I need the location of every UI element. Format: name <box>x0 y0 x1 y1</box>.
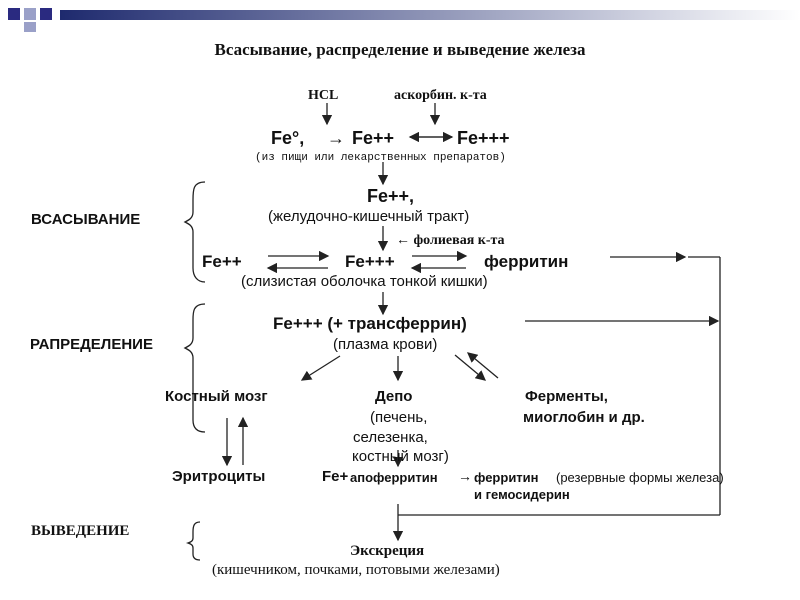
hcl-label: HCL <box>308 88 339 103</box>
page-title: Всасывание, распределение и выведение же… <box>214 40 586 59</box>
tract-label: (желудочно-кишечный тракт) <box>268 208 470 225</box>
depot-marrow: костный мозг) <box>352 448 449 465</box>
fe2-top-label: Fe++ <box>352 128 395 148</box>
depot-label: Депо <box>375 388 413 405</box>
myoglobin-label: миоглобин и др. <box>523 409 645 426</box>
fe-plus-label: Fe+ <box>322 468 349 485</box>
erythrocytes-label: Эритроциты <box>172 468 266 485</box>
fe3-mucosa-label: Fe+++ <box>345 252 395 271</box>
source-note: (из пищи или лекарственных препаратов) <box>255 152 506 164</box>
transferrin-label: Fe+++ (+ трансферрин) <box>273 314 467 333</box>
fe0-label: Fe°, <box>271 128 305 148</box>
ferritin2-label: ферритин <box>474 470 539 485</box>
section-distribution: РАПРЕДЕЛЕНИЕ <box>30 336 153 353</box>
plasma-label: (плазма крови) <box>333 336 438 353</box>
fe3-top-label: Fe+++ <box>457 128 510 148</box>
reserve-forms-label: (резервные формы железа) <box>556 470 724 485</box>
depot-spleen: селезенка, <box>353 429 428 446</box>
arrow-from-enzymes <box>467 352 499 379</box>
corner-square <box>8 22 20 32</box>
fe2-tract-label: Fe++, <box>367 186 415 206</box>
apoferritin-label: апоферритин <box>350 470 438 485</box>
excretion-routes: (кишечником, почками, потовыми железами) <box>212 562 500 578</box>
enzymes-label: Ферменты, <box>525 388 608 405</box>
brace-absorption <box>183 181 206 283</box>
corner-square <box>8 8 20 20</box>
excretion-label: Экскреция <box>350 543 425 559</box>
arrow-to-bone-marrow <box>300 355 341 381</box>
brace-distribution <box>183 303 206 433</box>
arrow-glyph: → <box>327 128 345 148</box>
depot-liver: (печень, <box>370 409 428 426</box>
ascorbic-label: аскорбин. к-та <box>394 88 487 103</box>
arrow-to-enzymes <box>454 354 486 381</box>
hemosiderin-label: и гемосидерин <box>474 487 570 502</box>
section-absorption: ВСАСЫВАНИЕ <box>31 211 141 228</box>
title-bar-decoration <box>0 0 800 32</box>
arrow-glyph: → <box>458 468 472 484</box>
folic-acid-label: ← фолиевая к-та <box>396 233 505 248</box>
bone-marrow-label: Костный мозг <box>165 388 268 405</box>
corner-square <box>24 8 36 20</box>
corner-square <box>40 8 52 20</box>
fe2-mucosa-label: Fe++ <box>202 252 242 271</box>
section-excretion: ВЫВЕДЕНИЕ <box>31 523 130 539</box>
ferritin-label: ферритин <box>484 252 569 271</box>
brace-excretion <box>185 521 201 561</box>
mucosa-label: (слизистая оболочка тонкой кишки) <box>241 273 488 290</box>
corner-square <box>24 22 36 32</box>
